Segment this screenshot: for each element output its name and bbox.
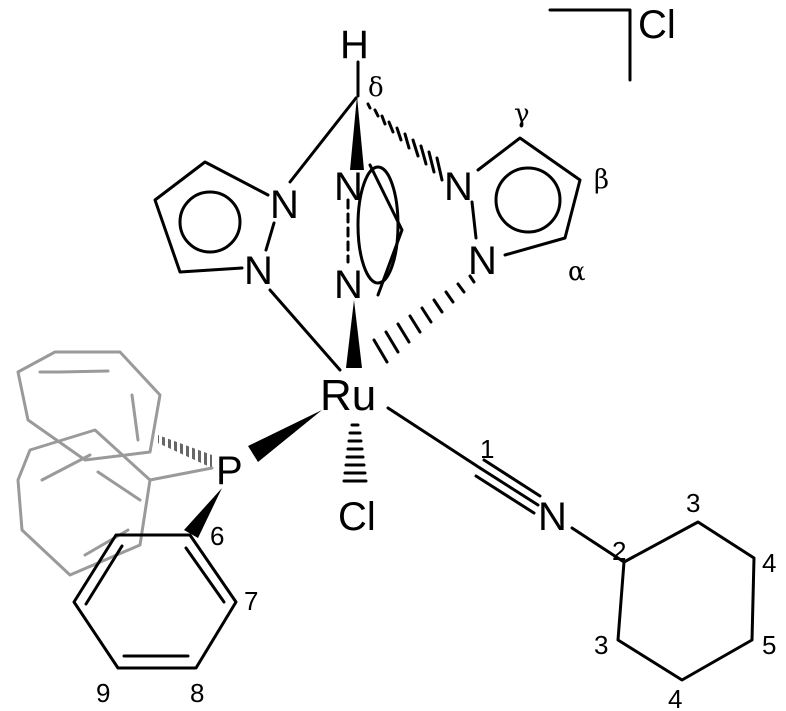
phosphorus-atom: P <box>216 449 243 493</box>
methine-carbon: H δ <box>288 23 444 184</box>
hashed-bond-ru-cl <box>342 423 368 483</box>
grey-phenyl-ring-upper <box>16 350 162 462</box>
position-2-label: 2 <box>612 536 626 566</box>
pz-left-n1: N <box>270 183 299 227</box>
counterion-chloride: Cl <box>638 3 676 47</box>
wedge-bond-ru-p <box>248 410 322 462</box>
nitrile-nitrogen: N <box>538 495 567 539</box>
counterion: Cl <box>548 3 676 82</box>
pyrazole-middle: N N <box>334 163 404 307</box>
phosphine: P 6 7 8 9 <box>72 449 258 708</box>
wedge-bond-ch-mid <box>350 96 364 170</box>
ru-chloride-atom: Cl <box>338 495 376 539</box>
pz-mid-n1: N <box>334 165 363 209</box>
hashed-bond-ru-right <box>372 274 476 364</box>
position-9-label: 9 <box>96 678 110 708</box>
pz-mid-n2: N <box>334 263 363 307</box>
delta-label: δ <box>368 73 384 103</box>
alpha-label: α <box>568 257 586 287</box>
ruthenium-atom: Ru <box>320 371 376 420</box>
position-3-top-label: 3 <box>686 488 700 518</box>
nitrile-group: N 1 <box>474 434 567 539</box>
position-3-bottom-label: 3 <box>594 630 608 660</box>
hashed-bond-p-grey-upper <box>158 435 212 468</box>
position-7-label: 7 <box>244 586 258 616</box>
grey-phenyl-ring-lower <box>16 428 152 577</box>
position-6-label: 6 <box>210 521 224 551</box>
hashed-bond-ch-right <box>366 102 444 182</box>
charge-bracket <box>548 8 632 82</box>
methine-hydrogen: H <box>340 23 369 67</box>
beta-label: β <box>594 165 609 195</box>
wedge-bond-ru-mid <box>346 300 362 368</box>
pyrazole-right: N N <box>444 136 582 283</box>
aromatic-circle-right <box>494 166 562 234</box>
ruthenium-center: Ru Cl <box>248 274 482 539</box>
pyrazole-left: N N <box>153 160 299 293</box>
front-phenyl-ring <box>72 533 238 670</box>
pz-right-n2: N <box>468 239 497 283</box>
cyclohexyl-ring: 2 3 4 5 4 3 <box>570 488 776 711</box>
background-phenyl-rings <box>16 350 214 577</box>
pz-right-n1: N <box>444 165 473 209</box>
position-8-label: 8 <box>190 678 204 708</box>
aromatic-circle-left <box>178 190 242 254</box>
position-4-bottom-label: 4 <box>668 684 682 711</box>
gamma-label: γ <box>514 99 530 129</box>
wedge-bond-p-phenyl <box>184 488 222 538</box>
position-5-label: 5 <box>762 630 776 660</box>
pz-left-n2: N <box>244 249 273 293</box>
position-1-label: 1 <box>480 434 494 464</box>
position-4-right-label: 4 <box>762 548 776 578</box>
